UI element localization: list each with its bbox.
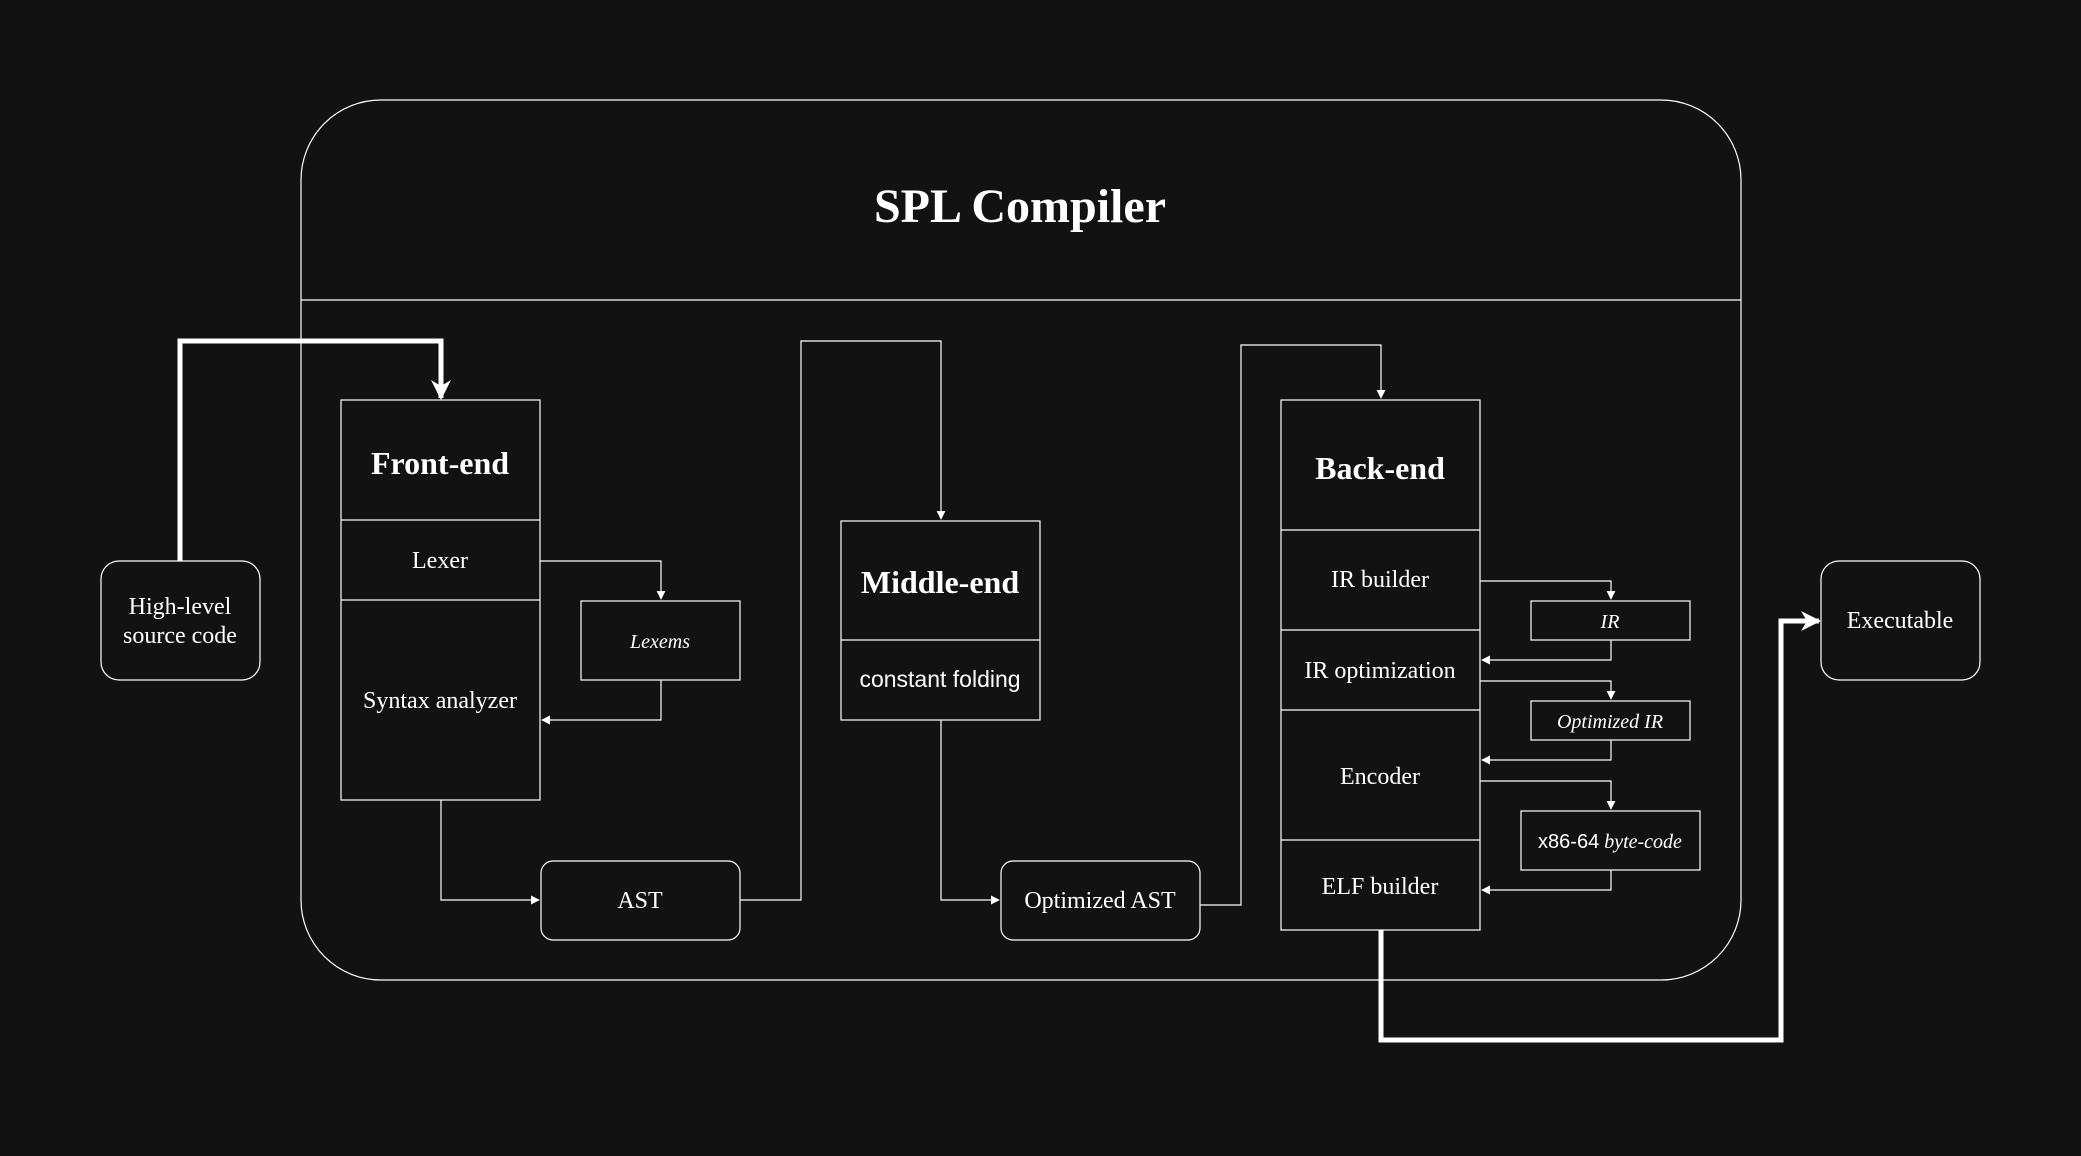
lexems-label: Lexems: [629, 631, 690, 653]
ir-builder-label: IR builder: [1331, 567, 1429, 593]
encoder-label: Encoder: [1340, 764, 1420, 790]
arrow-backend-to-executable: [1378, 611, 1821, 1043]
arrow-irbuilder-to-ir: [1480, 580, 1616, 600]
arrow-middleend-to-optimized-ast: [940, 720, 1000, 905]
arrow-frontend-to-ast: [440, 800, 540, 905]
optimized-ast-label: Optimized AST: [1024, 888, 1176, 914]
arrow-lexer-to-lexems: [540, 560, 666, 600]
middleend-title: Middle-end: [861, 564, 1019, 600]
input-label-line1: High-level: [129, 594, 232, 620]
arrow-optimized-ir-to-encoder: [1481, 740, 1612, 765]
arrow-iroptimization-to-optimized-ir: [1480, 680, 1616, 700]
diagram-title: SPL Compiler: [874, 180, 1166, 233]
compiler-container: [300, 99, 1742, 981]
frontend-block: Front-end Lexer Syntax analyzer: [340, 399, 541, 801]
constant-folding-label: constant folding: [859, 666, 1020, 692]
optimized-ast-node: [1000, 860, 1201, 941]
lexer-label: Lexer: [412, 548, 468, 574]
ir-label: IR: [1600, 611, 1620, 633]
arrow-lexems-to-syntax: [541, 680, 662, 725]
bytecode-label: x86-64 byte-code: [1538, 831, 1682, 853]
backend-title: Back-end: [1315, 450, 1445, 486]
arrow-ir-to-iroptimization: [1481, 640, 1612, 665]
arrow-encoder-to-bytecode: [1480, 780, 1616, 810]
ast-label: AST: [617, 888, 663, 914]
arrow-source-to-frontend: [177, 338, 451, 561]
input-label-line2: source code: [123, 623, 237, 649]
middleend-block: Middle-end constant folding: [840, 520, 1041, 721]
arrow-ast-to-middleend: [740, 340, 946, 901]
backend-block: Back-end IR builder IR optimization Enco…: [1280, 399, 1481, 931]
syntax-analyzer-label: Syntax analyzer: [363, 688, 517, 714]
arrow-bytecode-to-elfbuilder: [1481, 870, 1612, 895]
arrow-optimized-ast-to-backend: [1200, 344, 1386, 906]
output-node: [1820, 560, 1981, 681]
elf-builder-label: ELF builder: [1322, 874, 1439, 900]
frontend-title: Front-end: [371, 445, 509, 481]
output-label: Executable: [1847, 608, 1954, 634]
optimized-ir-label: Optimized IR: [1557, 711, 1663, 733]
ir-optimization-label: IR optimization: [1304, 658, 1455, 684]
